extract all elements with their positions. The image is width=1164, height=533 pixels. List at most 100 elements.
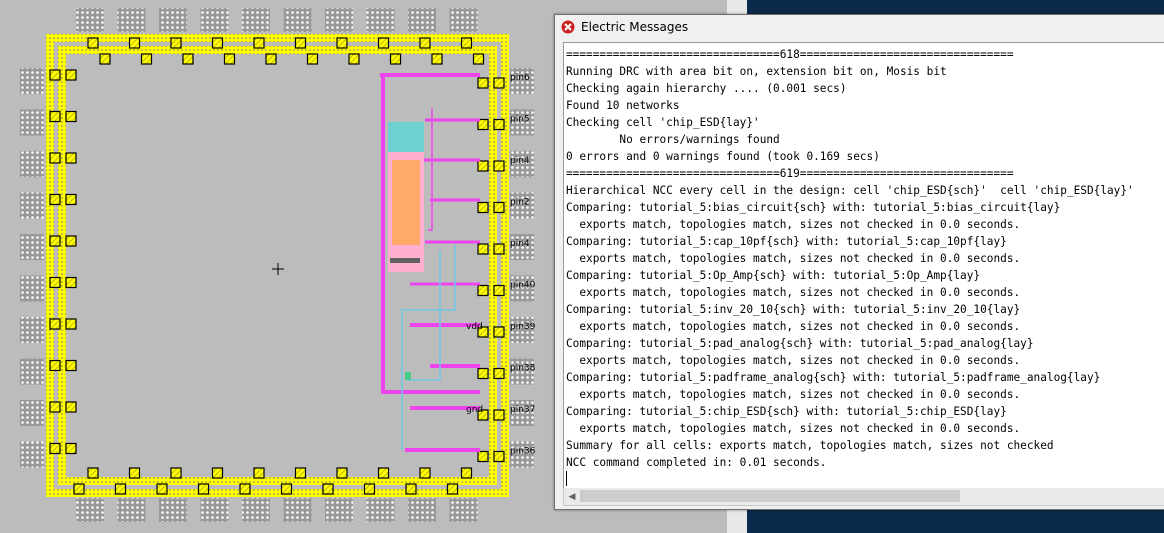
- bond-pad: [87, 37, 99, 49]
- padframe-ring: [46, 34, 509, 497]
- scroll-left-arrow-icon[interactable]: ◀: [568, 491, 576, 501]
- bond-pad: [477, 77, 489, 89]
- bond-pad: [182, 53, 194, 65]
- bond-pad: [477, 367, 489, 380]
- message-line: Found 10 networks: [566, 99, 680, 112]
- pad-grid: [325, 498, 353, 522]
- bond-pad: [87, 467, 99, 479]
- bond-pad: [49, 152, 61, 164]
- pad-grid: [408, 498, 436, 522]
- bond-pad: [377, 467, 390, 479]
- bond-pad: [253, 37, 265, 49]
- message-line: exports match, topologies match, sizes n…: [579, 286, 1021, 299]
- pin-label: pin36: [510, 447, 536, 457]
- bond-pad: [211, 37, 224, 49]
- pad-grid: [20, 192, 44, 219]
- bond-pad: [294, 37, 307, 49]
- pad-grid: [510, 317, 534, 343]
- bond-pad: [493, 201, 505, 214]
- message-line: ================================618=====…: [566, 48, 1014, 61]
- bond-pad: [65, 69, 77, 81]
- bond-pad: [65, 442, 77, 455]
- pad-grid: [510, 68, 534, 94]
- bond-pad: [49, 69, 61, 81]
- pad-grid: [117, 498, 146, 522]
- bond-pad: [348, 53, 360, 65]
- bond-pad: [128, 467, 141, 479]
- core-wiring: [380, 73, 480, 452]
- message-line: Comparing: tutorial_5:chip_ESD{sch} with…: [566, 405, 1007, 418]
- net-label-vdd: vdd: [466, 322, 483, 332]
- bond-pad: [419, 37, 431, 49]
- pad-grid: [200, 8, 229, 32]
- pad-grid: [510, 192, 534, 219]
- pad-grid: [510, 151, 534, 177]
- pin-label: pin2: [510, 198, 530, 208]
- bond-pad: [460, 467, 473, 479]
- pad-grid: [510, 441, 534, 468]
- message-line: Running DRC with area bit on, extension …: [566, 65, 947, 78]
- bond-pad: [49, 235, 61, 247]
- bond-pad: [477, 160, 489, 172]
- message-line: ================================619=====…: [566, 167, 1014, 180]
- message-line: exports match, topologies match, sizes n…: [579, 422, 1021, 435]
- message-line: exports match, topologies match, sizes n…: [579, 388, 1021, 401]
- padframe-inner-ring: [58, 46, 497, 485]
- electric-app-icon: [561, 20, 575, 34]
- pin-label: pin6: [510, 73, 530, 83]
- bond-pad: [49, 442, 61, 455]
- bond-pad: [336, 37, 348, 49]
- pad-grid: [510, 400, 534, 426]
- scrollbar-thumb[interactable]: [580, 490, 960, 502]
- pad-grid: [408, 8, 436, 32]
- message-line: NCC command completed in: 0.01 seconds.: [566, 456, 827, 469]
- bond-pad: [73, 483, 85, 495]
- bond-pad: [493, 118, 505, 131]
- message-line: Checking cell 'chip_ESD{lay}': [566, 116, 760, 129]
- bond-pad: [322, 483, 334, 495]
- bond-pad: [170, 467, 182, 479]
- messages-titlebar[interactable]: Electric Messages: [555, 15, 1164, 39]
- bond-pad: [49, 110, 61, 123]
- bond-pad: [493, 160, 505, 172]
- bond-pad: [493, 284, 505, 297]
- pad-grid: [20, 317, 44, 343]
- text-caret: [566, 471, 567, 486]
- bond-pad: [477, 450, 489, 463]
- bond-pad: [336, 467, 348, 479]
- messages-text-area[interactable]: ================================618=====…: [563, 42, 1164, 490]
- bond-pad: [405, 483, 417, 495]
- message-line: exports match, topologies match, sizes n…: [579, 218, 1021, 231]
- pin-label: pin37: [510, 405, 535, 415]
- horizontal-scrollbar[interactable]: ◀: [563, 488, 1164, 506]
- bond-pad: [477, 118, 489, 131]
- message-line: Comparing: tutorial_5:cap_10pf{sch} with…: [566, 235, 1007, 248]
- bond-pad: [197, 483, 210, 495]
- bond-pad: [223, 53, 236, 65]
- bond-pad: [65, 318, 77, 330]
- pad-grid: [510, 358, 534, 385]
- pad-grid: [20, 275, 44, 302]
- bond-pad: [265, 53, 277, 65]
- bond-pad: [49, 276, 61, 289]
- bond-pad: [49, 318, 61, 330]
- message-line: exports match, topologies match, sizes n…: [579, 252, 1021, 265]
- pad-grid: [242, 498, 270, 522]
- message-line: Comparing: tutorial_5:Op_Amp{sch} with: …: [566, 269, 981, 282]
- io-pad-row: [49, 37, 505, 495]
- bond-pad: [65, 235, 77, 247]
- bond-pad: [493, 450, 505, 463]
- pin-label: pin4: [510, 239, 530, 249]
- pad-grid: [20, 68, 44, 94]
- bond-pad: [377, 37, 390, 49]
- pad-grid: [366, 8, 395, 32]
- bond-pad: [170, 37, 182, 49]
- bond-pad: [49, 359, 61, 372]
- bond-pad: [49, 401, 61, 413]
- message-line: 0 errors and 0 warnings found (took 0.16…: [566, 150, 880, 163]
- pin-label: pin40: [510, 281, 536, 291]
- pad-grid: [242, 8, 270, 32]
- pad-grid: [20, 441, 44, 468]
- bond-pad: [65, 359, 77, 372]
- messages-window[interactable]: Electric Messages ======================…: [554, 14, 1164, 510]
